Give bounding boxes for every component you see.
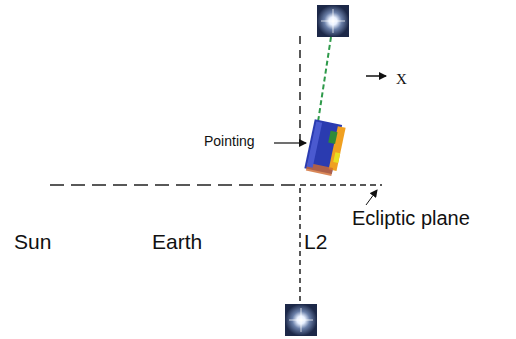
sightline xyxy=(318,37,331,122)
star-icon xyxy=(285,304,317,336)
leader-line xyxy=(366,190,377,205)
body-label: Sun xyxy=(14,230,51,253)
ecliptic-line xyxy=(50,184,300,186)
spacecraft xyxy=(304,119,346,177)
pointer-arrow xyxy=(274,142,306,143)
star-icon xyxy=(289,308,313,332)
body-label: Earth xyxy=(152,230,202,253)
axis-line xyxy=(299,36,301,148)
ecliptic-line xyxy=(300,184,382,186)
star-icon xyxy=(317,5,349,37)
plane-label: Ecliptic plane xyxy=(352,207,470,229)
point-label: L2 xyxy=(304,230,327,253)
axis-label: X xyxy=(396,71,407,88)
direction-arrow xyxy=(366,75,386,77)
axis-line xyxy=(299,188,301,304)
star-icon xyxy=(321,9,345,33)
pointer-label: Pointing xyxy=(204,134,255,149)
